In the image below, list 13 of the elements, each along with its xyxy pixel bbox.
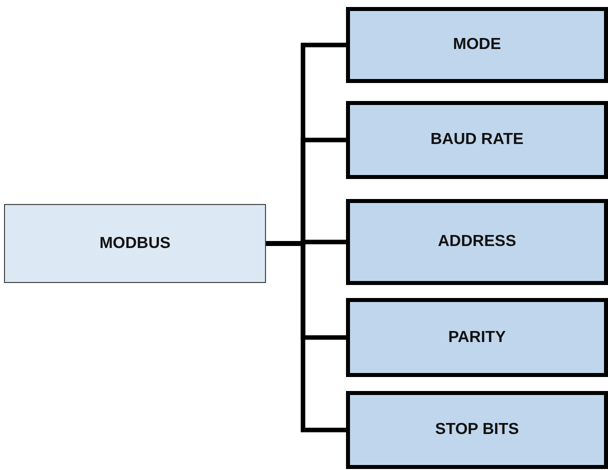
box-label: BAUD RATE [430, 131, 524, 149]
parameter-box [346, 391, 608, 469]
root-box [4, 204, 266, 283]
box-label: MODBUS [99, 234, 171, 252]
parameter-box [346, 7, 608, 83]
box-label: STOP BITS [435, 421, 519, 439]
box-label: PARITY [448, 328, 506, 346]
box-label: MODE [453, 36, 501, 54]
connector-line [266, 241, 346, 432]
parameter-box [346, 298, 608, 377]
parameter-box [346, 199, 608, 285]
parameter-box [346, 101, 608, 179]
box-label: ADDRESS [438, 233, 516, 251]
